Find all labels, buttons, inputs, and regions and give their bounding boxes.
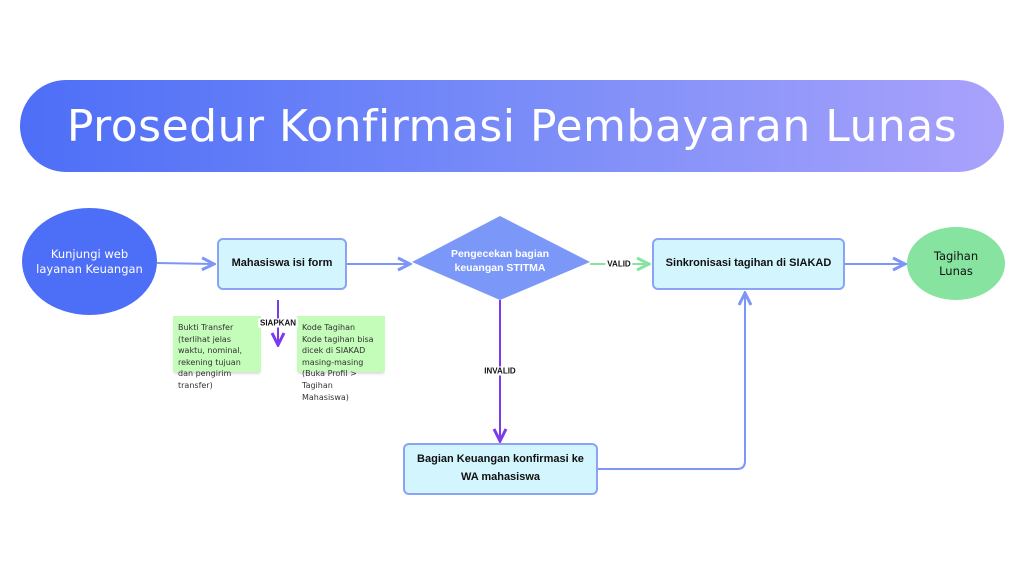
invalid-label: INVALID bbox=[482, 366, 518, 376]
decision-diamond bbox=[412, 216, 590, 300]
note-body: (terlihat jelas waktu, nominal, rekening… bbox=[178, 334, 243, 390]
valid-label: VALID bbox=[605, 259, 633, 269]
check-node-label: Pengecekan bagian keuangan STITMA bbox=[450, 248, 550, 274]
note-body: Kode tagihan bisa dicek di SIAKAD masing… bbox=[302, 334, 374, 402]
start-node: Kunjungi web layanan Keuangan bbox=[22, 208, 157, 315]
prepare-label: SIAPKAN bbox=[257, 318, 299, 328]
arrow-start-form bbox=[156, 263, 214, 264]
form-node: Mahasiswa isi form bbox=[217, 238, 347, 290]
note-title: Bukti Transfer bbox=[178, 323, 234, 332]
page-title: Prosedur Konfirmasi Pembayaran Lunas bbox=[20, 80, 1004, 172]
note-kode-tagihan: Kode Tagihan Kode tagihan bisa dicek di … bbox=[297, 316, 385, 402]
confirm-node: Bagian Keuangan konfirmasi ke WA mahasis… bbox=[403, 443, 598, 495]
end-node: Tagihan Lunas bbox=[907, 227, 1005, 300]
note-bukti-transfer: Bukti Transfer (terlihat jelas waktu, no… bbox=[173, 316, 261, 390]
arrow-confirm-sync bbox=[597, 293, 745, 470]
note-title: Kode Tagihan bbox=[302, 323, 356, 332]
sync-node: Sinkronisasi tagihan di SIAKAD bbox=[652, 238, 845, 290]
